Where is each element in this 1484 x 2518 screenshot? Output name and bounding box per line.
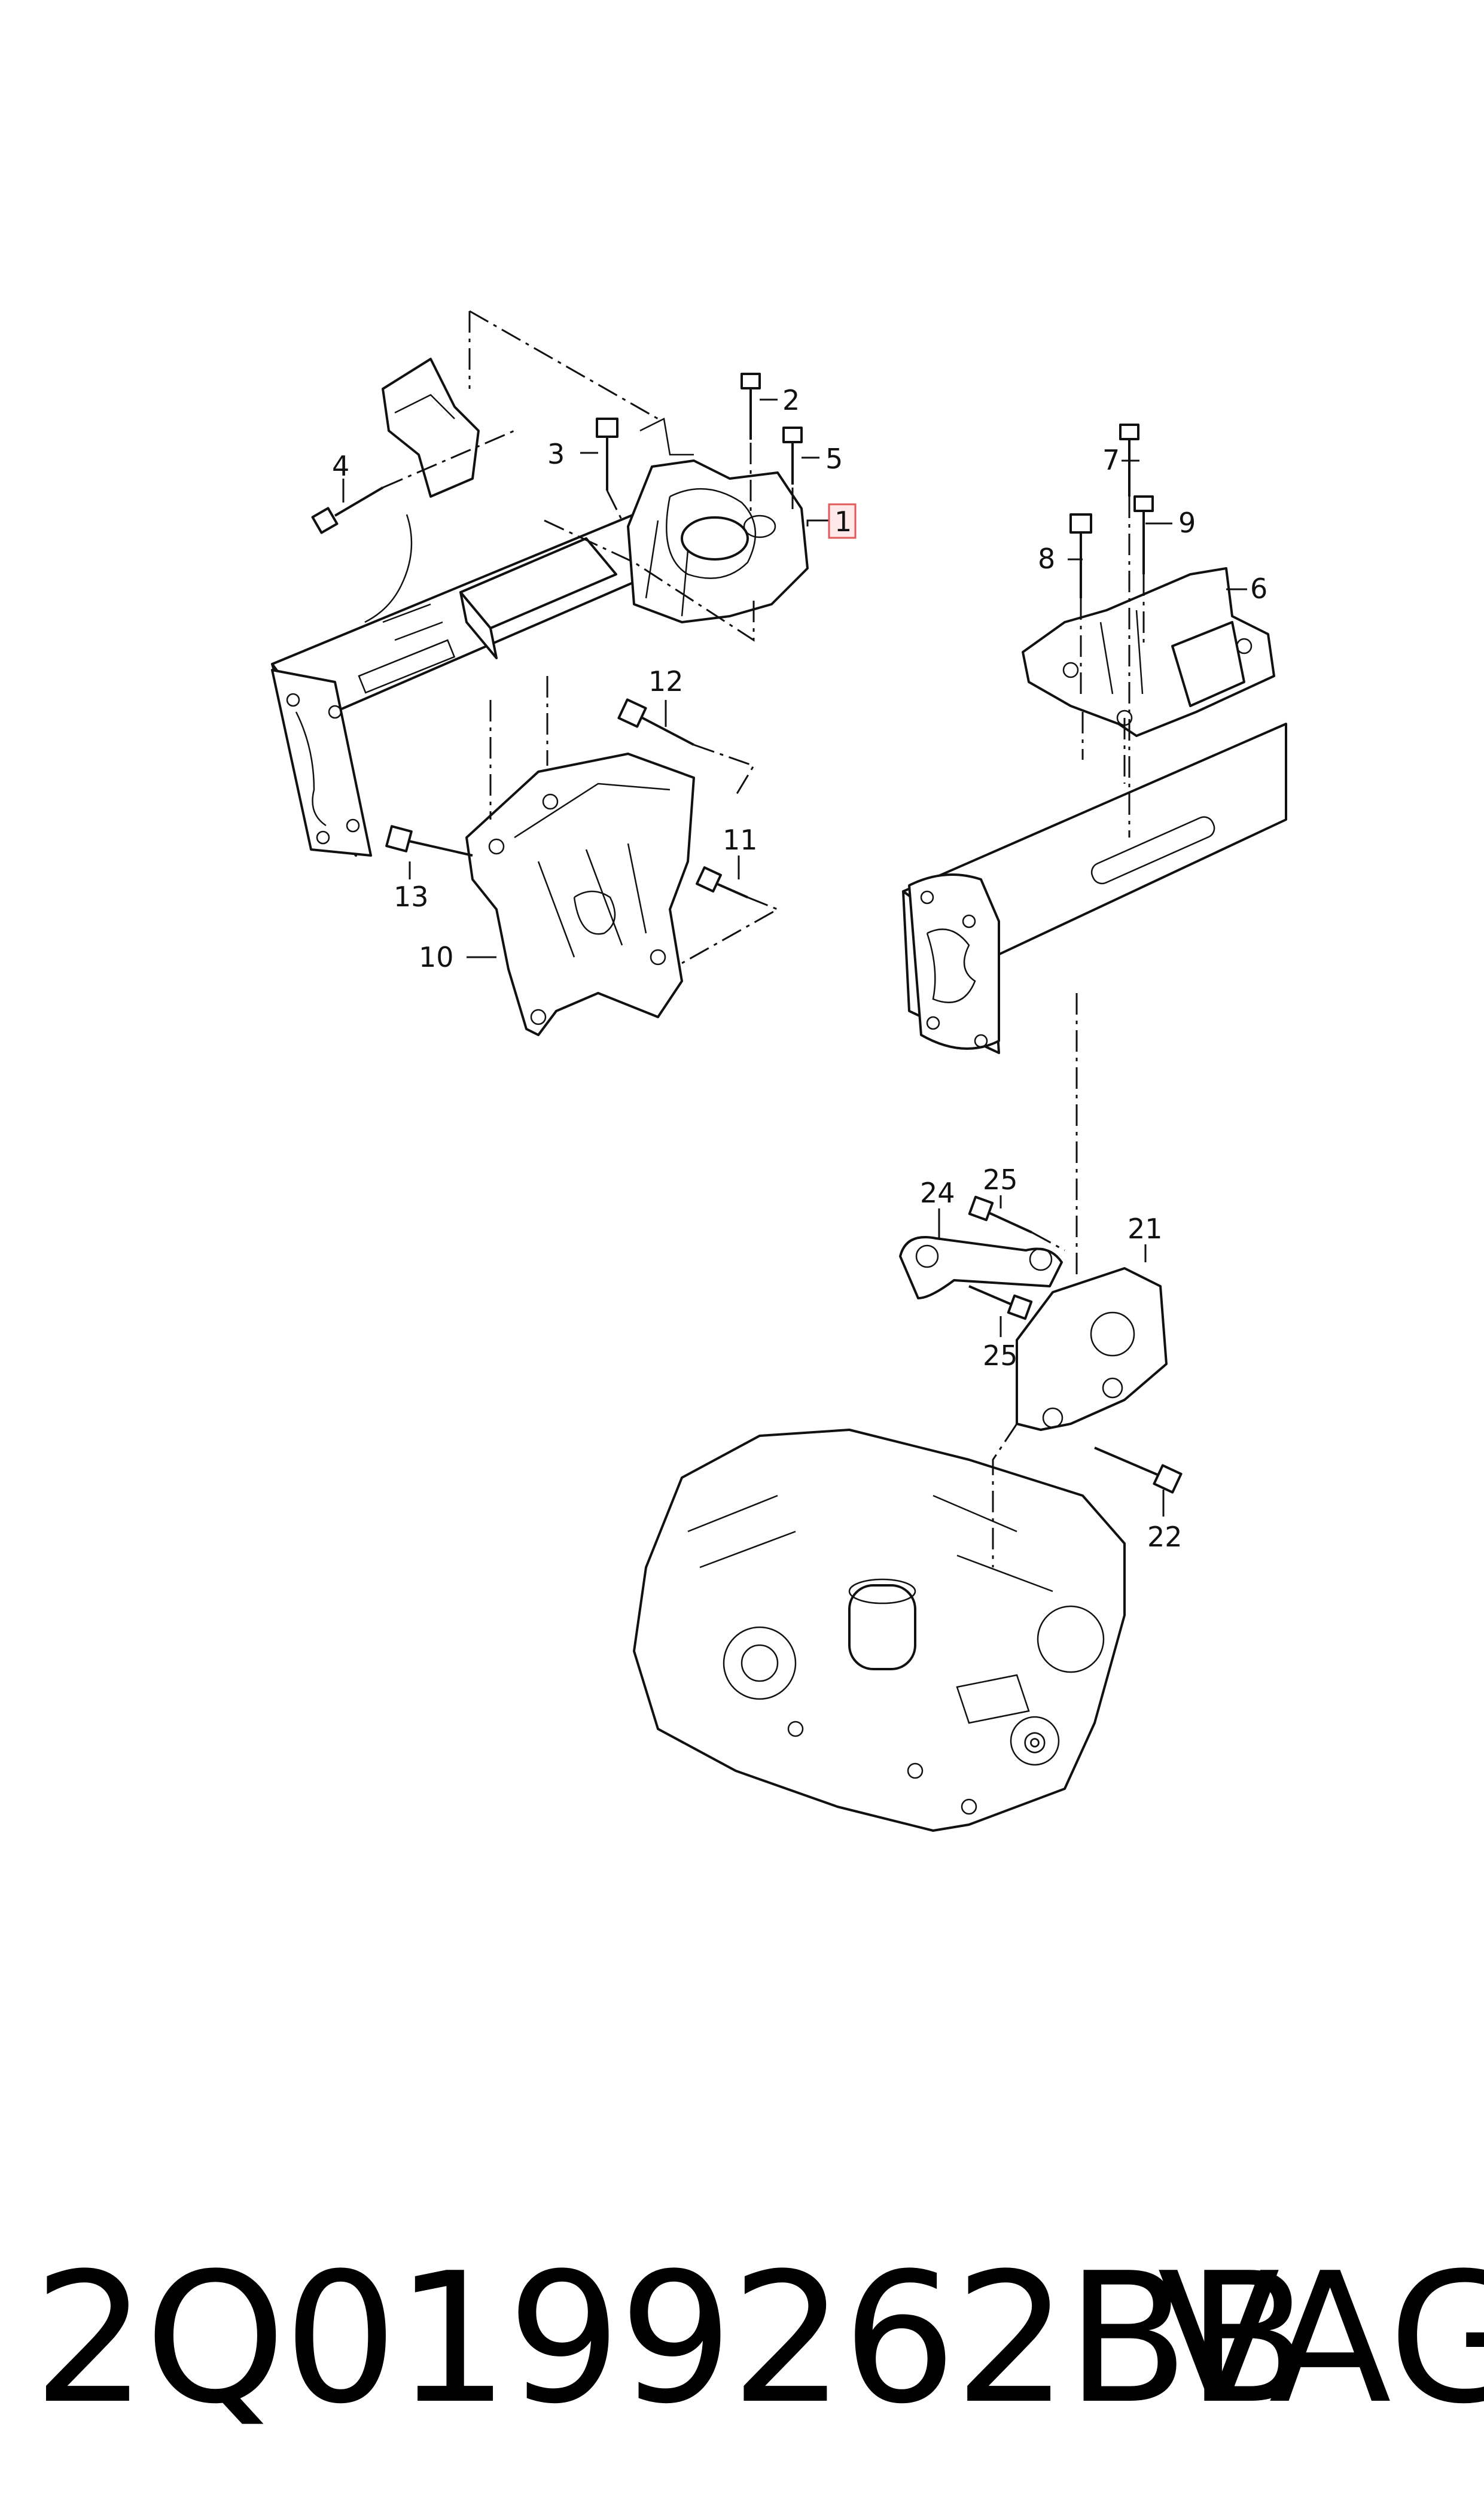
bolt-2-icon (741, 373, 761, 440)
gearbox-mount-part-6 (1022, 567, 1275, 737)
callout-11[interactable]: 11 (723, 824, 758, 856)
callout-25-lower[interactable]: 25 (983, 1339, 1018, 1372)
callout-leaders (342, 398, 1247, 1517)
callout-9[interactable]: 9 (1178, 507, 1196, 539)
callout-10[interactable]: 10 (419, 941, 454, 973)
callout-1[interactable]: 1 (834, 506, 852, 538)
torque-arm-part-24 (899, 1236, 1063, 1299)
bolt-13-icon (385, 825, 473, 857)
callout-13[interactable]: 13 (394, 881, 429, 913)
bolt-12-icon (617, 698, 694, 746)
bolt-7-icon (1119, 424, 1139, 497)
left-frame-rail (271, 358, 674, 857)
bolt-22-icon (1094, 1447, 1183, 1494)
bolt-11-icon (696, 866, 748, 899)
part-number-label: 2Q0199262BB (33, 2234, 1310, 2443)
vw-logo-icon: ◎ (1023, 1724, 1047, 1756)
callout-21[interactable]: 21 (1128, 1213, 1163, 1245)
callout-4[interactable]: 4 (332, 450, 349, 482)
engine-mount-part-1 (627, 418, 809, 623)
bolt-5-icon (782, 427, 803, 485)
assembly-lines (382, 310, 1145, 1567)
bolt-3-icon (596, 418, 618, 491)
bracket-part-21 (1016, 1267, 1168, 1431)
brand-label: VAG (1157, 2234, 1484, 2443)
bolt-4-icon (311, 486, 384, 534)
callout-3[interactable]: 3 (547, 438, 565, 470)
bolt-8-icon (1069, 513, 1092, 598)
callout-12[interactable]: 12 (648, 665, 684, 698)
bolt-set (311, 373, 1183, 1494)
callout-22[interactable]: 22 (1147, 1521, 1183, 1553)
callout-1-highlight (828, 503, 857, 539)
callout-2[interactable]: 2 (782, 384, 800, 416)
bolt-9-icon (1133, 495, 1154, 574)
bolt-25-upper-icon (968, 1195, 1032, 1234)
callout-6[interactable]: 6 (1250, 573, 1267, 605)
callout-5[interactable]: 5 (825, 443, 843, 475)
bolt-25-lower-icon (968, 1285, 1033, 1320)
callout-25-upper[interactable]: 25 (983, 1164, 1018, 1196)
callout-8[interactable]: 8 (1038, 543, 1055, 575)
right-frame-rail (902, 723, 1287, 1054)
callout-labels: 1 2 3 4 5 6 7 8 9 10 11 12 13 21 22 24 2… (332, 384, 1267, 1553)
bracket-part-10 (465, 753, 695, 1036)
callout-7[interactable]: 7 (1102, 444, 1120, 476)
transmission-housing: ◎ (633, 1429, 1126, 1832)
callout-24[interactable]: 24 (920, 1177, 955, 1209)
